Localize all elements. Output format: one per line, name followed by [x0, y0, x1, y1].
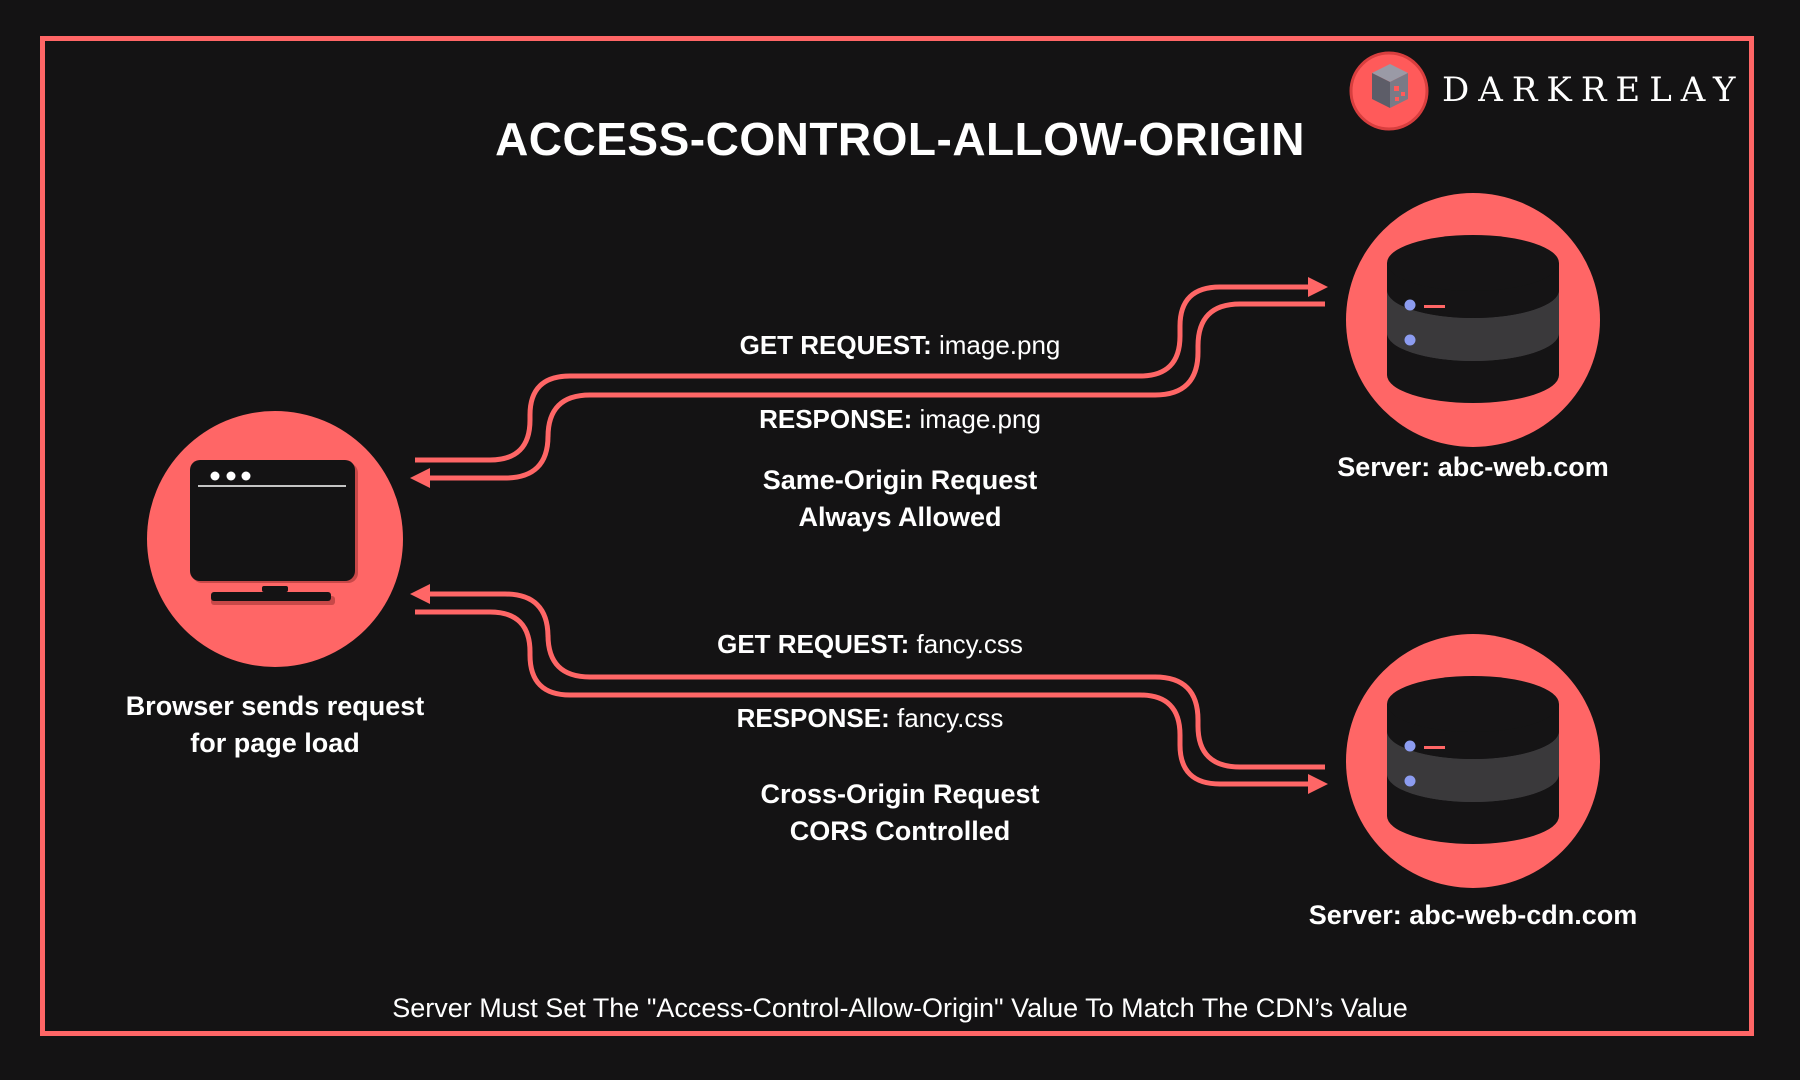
server-cdn-caption: Server: abc-web-cdn.com — [1308, 900, 1638, 930]
same-origin-response-arrow — [425, 301, 1325, 481]
request-label-value: fancy.css — [916, 629, 1023, 659]
response-label-value: fancy.css — [896, 703, 1004, 733]
logo-icon — [1349, 51, 1429, 131]
cross-origin-request-label: GET REQUEST: fancy.css — [570, 629, 1170, 660]
brand-name: DARKRELAY — [1442, 70, 1745, 110]
diagram-frame — [40, 36, 1754, 1036]
browser-node — [147, 411, 403, 667]
database-server-icon — [1387, 676, 1559, 844]
server-cdn-node — [1346, 634, 1600, 888]
browser-caption-line2: for page load — [190, 728, 360, 758]
arrow-left-icon — [410, 584, 430, 604]
arrow-right-icon — [1308, 277, 1328, 297]
same-origin-request-label: GET REQUEST: image.png — [600, 330, 1200, 361]
cross-origin-note: Cross-Origin Request CORS Controlled — [650, 776, 1150, 850]
cross-origin-request-arrow — [415, 609, 1310, 787]
footer-note: Server Must Set The "Access-Control-Allo… — [392, 993, 1408, 1023]
cross-origin-response-label: RESPONSE: fancy.css — [570, 703, 1170, 734]
cross-origin-note-line2: CORS Controlled — [789, 816, 1011, 846]
same-origin-note: Same-Origin Request Always Allowed — [650, 462, 1150, 536]
browser-caption-line1: Browser sends request — [125, 691, 425, 721]
server-main-caption: Server: abc-web.com — [1337, 452, 1609, 482]
request-label-value: image.png — [938, 330, 1061, 360]
same-origin-request-arrow — [415, 284, 1310, 463]
browser-caption: Browser sends request for page load — [75, 688, 475, 762]
cross-origin-note-line1: Cross-Origin Request — [760, 779, 1040, 809]
response-label-key: RESPONSE: — [736, 703, 890, 733]
page-title: ACCESS-CONTROL-ALLOW-ORIGIN — [495, 113, 1305, 165]
request-label-key: GET REQUEST: — [717, 629, 910, 659]
arrow-right-icon — [1308, 774, 1328, 794]
response-label-key: RESPONSE: — [759, 404, 913, 434]
database-server-icon — [1387, 235, 1559, 403]
arrow-left-icon — [410, 468, 430, 488]
same-origin-response-label: RESPONSE: image.png — [600, 404, 1200, 435]
server-main-node — [1346, 193, 1600, 447]
browser-window-icon — [190, 460, 358, 605]
same-origin-note-line2: Always Allowed — [798, 502, 1002, 532]
cross-origin-response-arrow — [428, 591, 1325, 770]
response-label-value: image.png — [919, 404, 1041, 434]
same-origin-note-line1: Same-Origin Request — [762, 465, 1038, 495]
request-label-key: GET REQUEST: — [739, 330, 932, 360]
